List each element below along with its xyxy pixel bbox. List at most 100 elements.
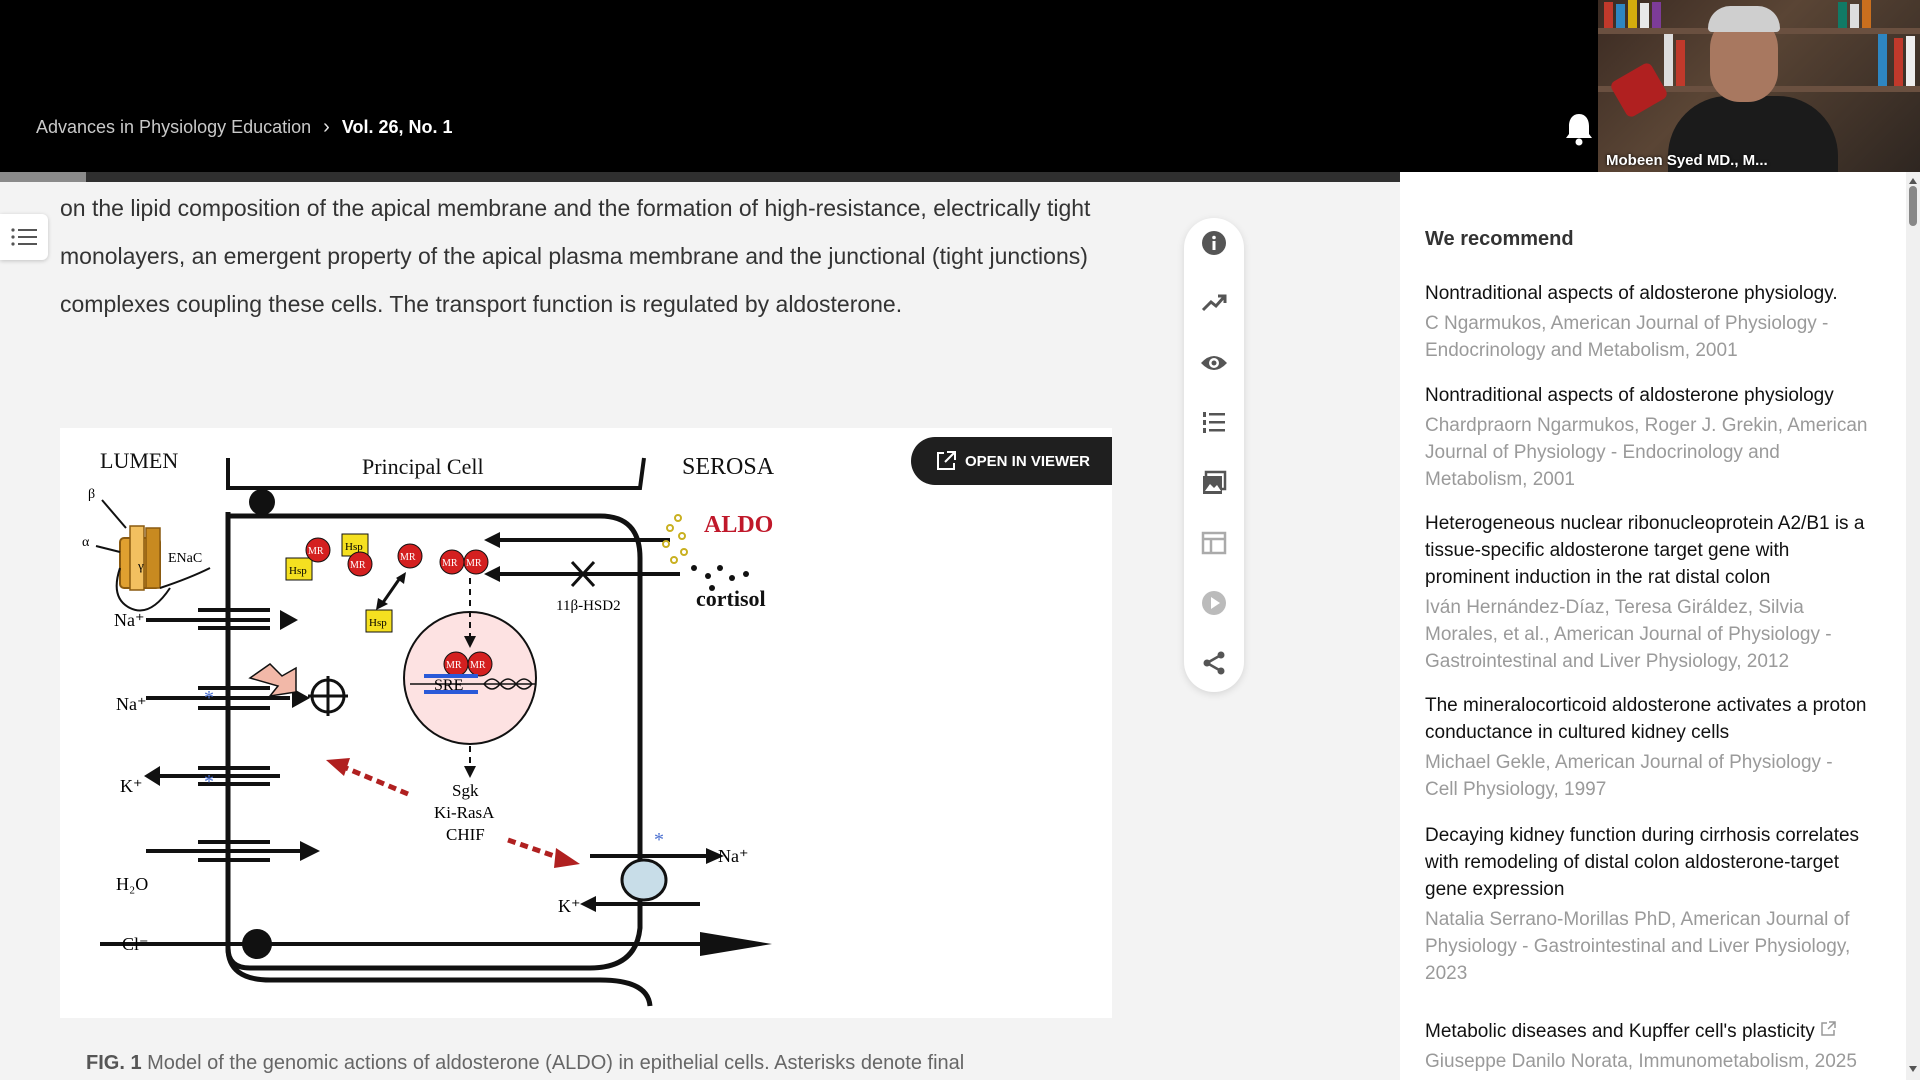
reading-progress-bar bbox=[0, 172, 1920, 182]
recommendation-item[interactable]: The mineralocorticoid aldosterone activa… bbox=[1425, 692, 1870, 803]
cortisol-label: cortisol bbox=[696, 586, 766, 611]
serosa-label: SEROSA bbox=[682, 454, 775, 480]
table-icon bbox=[1201, 531, 1227, 555]
k-label-2: K⁺ bbox=[558, 896, 581, 916]
book bbox=[1664, 34, 1673, 86]
breadcrumb-journal-link[interactable]: Advances in Physiology Education bbox=[36, 117, 312, 137]
recommendation-title[interactable]: The mineralocorticoid aldosterone activa… bbox=[1425, 695, 1867, 743]
recommendation-item[interactable]: Nontraditional aspects of aldosterone ph… bbox=[1425, 382, 1870, 493]
views-button[interactable] bbox=[1199, 348, 1229, 378]
share-icon bbox=[1203, 651, 1225, 675]
chevron-right-icon: › bbox=[323, 116, 330, 138]
recommendation-title[interactable]: Decaying kidney function during cirrhosi… bbox=[1425, 825, 1860, 900]
hsp-label-3: Hsp bbox=[369, 617, 387, 629]
recommendation-title[interactable]: Nontraditional aspects of aldosterone ph… bbox=[1425, 283, 1838, 304]
eye-icon bbox=[1201, 356, 1227, 370]
breadcrumb-issue-link[interactable]: Vol. 26, No. 1 bbox=[341, 117, 453, 137]
info-icon bbox=[1202, 231, 1226, 255]
breadcrumb: Advances in Physiology Education › Vol. … bbox=[36, 116, 453, 139]
table-of-contents-button[interactable] bbox=[0, 214, 48, 260]
list-icon bbox=[11, 228, 37, 246]
mr-label-4: MR bbox=[442, 558, 458, 569]
bell-icon[interactable] bbox=[1564, 112, 1594, 146]
open-in-viewer-button[interactable]: OPEN IN VIEWER bbox=[911, 437, 1112, 485]
recommendation-meta: Giuseppe Danilo Norata, Immunometabolism… bbox=[1425, 1051, 1857, 1072]
enac-channel bbox=[115, 525, 211, 612]
gamma-label: γ bbox=[137, 558, 144, 573]
recommendation-item[interactable]: Decaying kidney function during cirrhosi… bbox=[1425, 822, 1870, 987]
h2o-label: H₂O bbox=[116, 874, 148, 894]
book bbox=[1894, 38, 1903, 86]
na-label-3: Na⁺ bbox=[718, 846, 749, 866]
info-button[interactable] bbox=[1199, 228, 1229, 258]
lumen-label: LUMEN bbox=[100, 448, 178, 473]
book bbox=[1878, 34, 1887, 86]
recommendation-meta: Iván Hernández-Díaz, Teresa Giráldez, Si… bbox=[1425, 597, 1832, 672]
book bbox=[1628, 0, 1637, 28]
asterisk-mark: * bbox=[204, 687, 214, 709]
book bbox=[1604, 2, 1613, 28]
recommendation-title[interactable]: Metabolic diseases and Kupffer cell's pl… bbox=[1425, 1021, 1815, 1042]
kirasa-label: Ki-RasA bbox=[434, 803, 495, 822]
mr-label-7: MR bbox=[470, 660, 486, 671]
references-button[interactable] bbox=[1199, 408, 1229, 438]
speaker-body bbox=[1668, 96, 1838, 180]
principal-cell-label: Principal Cell bbox=[362, 454, 484, 479]
recommendation-title[interactable]: Heterogeneous nuclear ribonucleoprotein … bbox=[1425, 513, 1865, 588]
mr-label-3: MR bbox=[400, 552, 416, 563]
scroll-down-arrow-icon[interactable] bbox=[1909, 1066, 1917, 1072]
webcam-overlay: Mobeen Syed MD., M... bbox=[1598, 0, 1920, 180]
alpha-label: α bbox=[82, 535, 90, 550]
recommendation-meta: Natalia Serrano-Morillas PhD, American J… bbox=[1425, 909, 1851, 984]
sre-label: SRE bbox=[434, 677, 463, 694]
asterisk-mark: * bbox=[654, 829, 664, 851]
figure-caption-label: FIG. 1 bbox=[86, 1052, 142, 1074]
numbered-list-icon bbox=[1203, 412, 1225, 433]
article-tools-rail bbox=[1184, 218, 1244, 692]
recommendation-title-row[interactable]: Metabolic diseases and Kupffer cell's pl… bbox=[1425, 1018, 1870, 1045]
book bbox=[1676, 40, 1685, 86]
scroll-thumb[interactable] bbox=[1909, 186, 1917, 226]
recommendation-item[interactable]: Heterogeneous nuclear ribonucleoprotein … bbox=[1425, 510, 1870, 675]
external-link-icon bbox=[937, 451, 956, 470]
mr-label-2: MR bbox=[350, 560, 366, 571]
mr-label-6: MR bbox=[446, 660, 462, 671]
hsp-label-1: Hsp bbox=[289, 565, 307, 577]
media-button[interactable] bbox=[1199, 588, 1229, 618]
beta-label: β bbox=[88, 487, 95, 502]
recommendation-meta: Chardpraorn Ngarmukos, Roger J. Grekin, … bbox=[1425, 415, 1868, 490]
book bbox=[1640, 3, 1649, 28]
book bbox=[1652, 2, 1661, 28]
recommendation-item[interactable]: Nontraditional aspects of aldosterone ph… bbox=[1425, 280, 1870, 364]
hsd-label: 11β-HSD2 bbox=[556, 598, 621, 614]
enac-label: ENaC bbox=[168, 551, 202, 566]
recommendation-title[interactable]: Nontraditional aspects of aldosterone ph… bbox=[1425, 385, 1834, 406]
recommendation-item[interactable]: Metabolic diseases and Kupffer cell's pl… bbox=[1425, 1018, 1870, 1075]
figure-caption: FIG. 1 Model of the genomic actions of a… bbox=[86, 1052, 964, 1075]
book bbox=[1838, 2, 1847, 28]
image-gallery-icon bbox=[1203, 470, 1227, 494]
speaker-hair bbox=[1708, 6, 1780, 32]
na-label-2: Na⁺ bbox=[116, 694, 147, 714]
asterisk-mark: * bbox=[204, 771, 214, 793]
lamp bbox=[1609, 61, 1669, 119]
figure-caption-text: Model of the genomic actions of aldoster… bbox=[141, 1052, 965, 1074]
sgk-label: Sgk bbox=[452, 781, 479, 800]
share-button[interactable] bbox=[1199, 648, 1229, 678]
figures-button[interactable] bbox=[1199, 468, 1229, 498]
mr-label-1: MR bbox=[308, 546, 324, 557]
webcam-speaker-name: Mobeen Syed MD., M... bbox=[1606, 152, 1768, 169]
trending-up-icon bbox=[1201, 294, 1227, 312]
metrics-button[interactable] bbox=[1199, 288, 1229, 318]
external-link-icon bbox=[1821, 1021, 1836, 1036]
scroll-up-arrow-icon[interactable] bbox=[1909, 178, 1917, 184]
tables-button[interactable] bbox=[1199, 528, 1229, 558]
aldo-label: ALDO bbox=[704, 512, 773, 538]
play-icon bbox=[1202, 591, 1226, 615]
book bbox=[1862, 0, 1871, 28]
page-scrollbar[interactable] bbox=[1906, 172, 1920, 1080]
na-label-1: Na⁺ bbox=[114, 610, 145, 630]
k-label-1: K⁺ bbox=[120, 776, 143, 796]
recommendation-meta: C Ngarmukos, American Journal of Physiol… bbox=[1425, 313, 1829, 361]
